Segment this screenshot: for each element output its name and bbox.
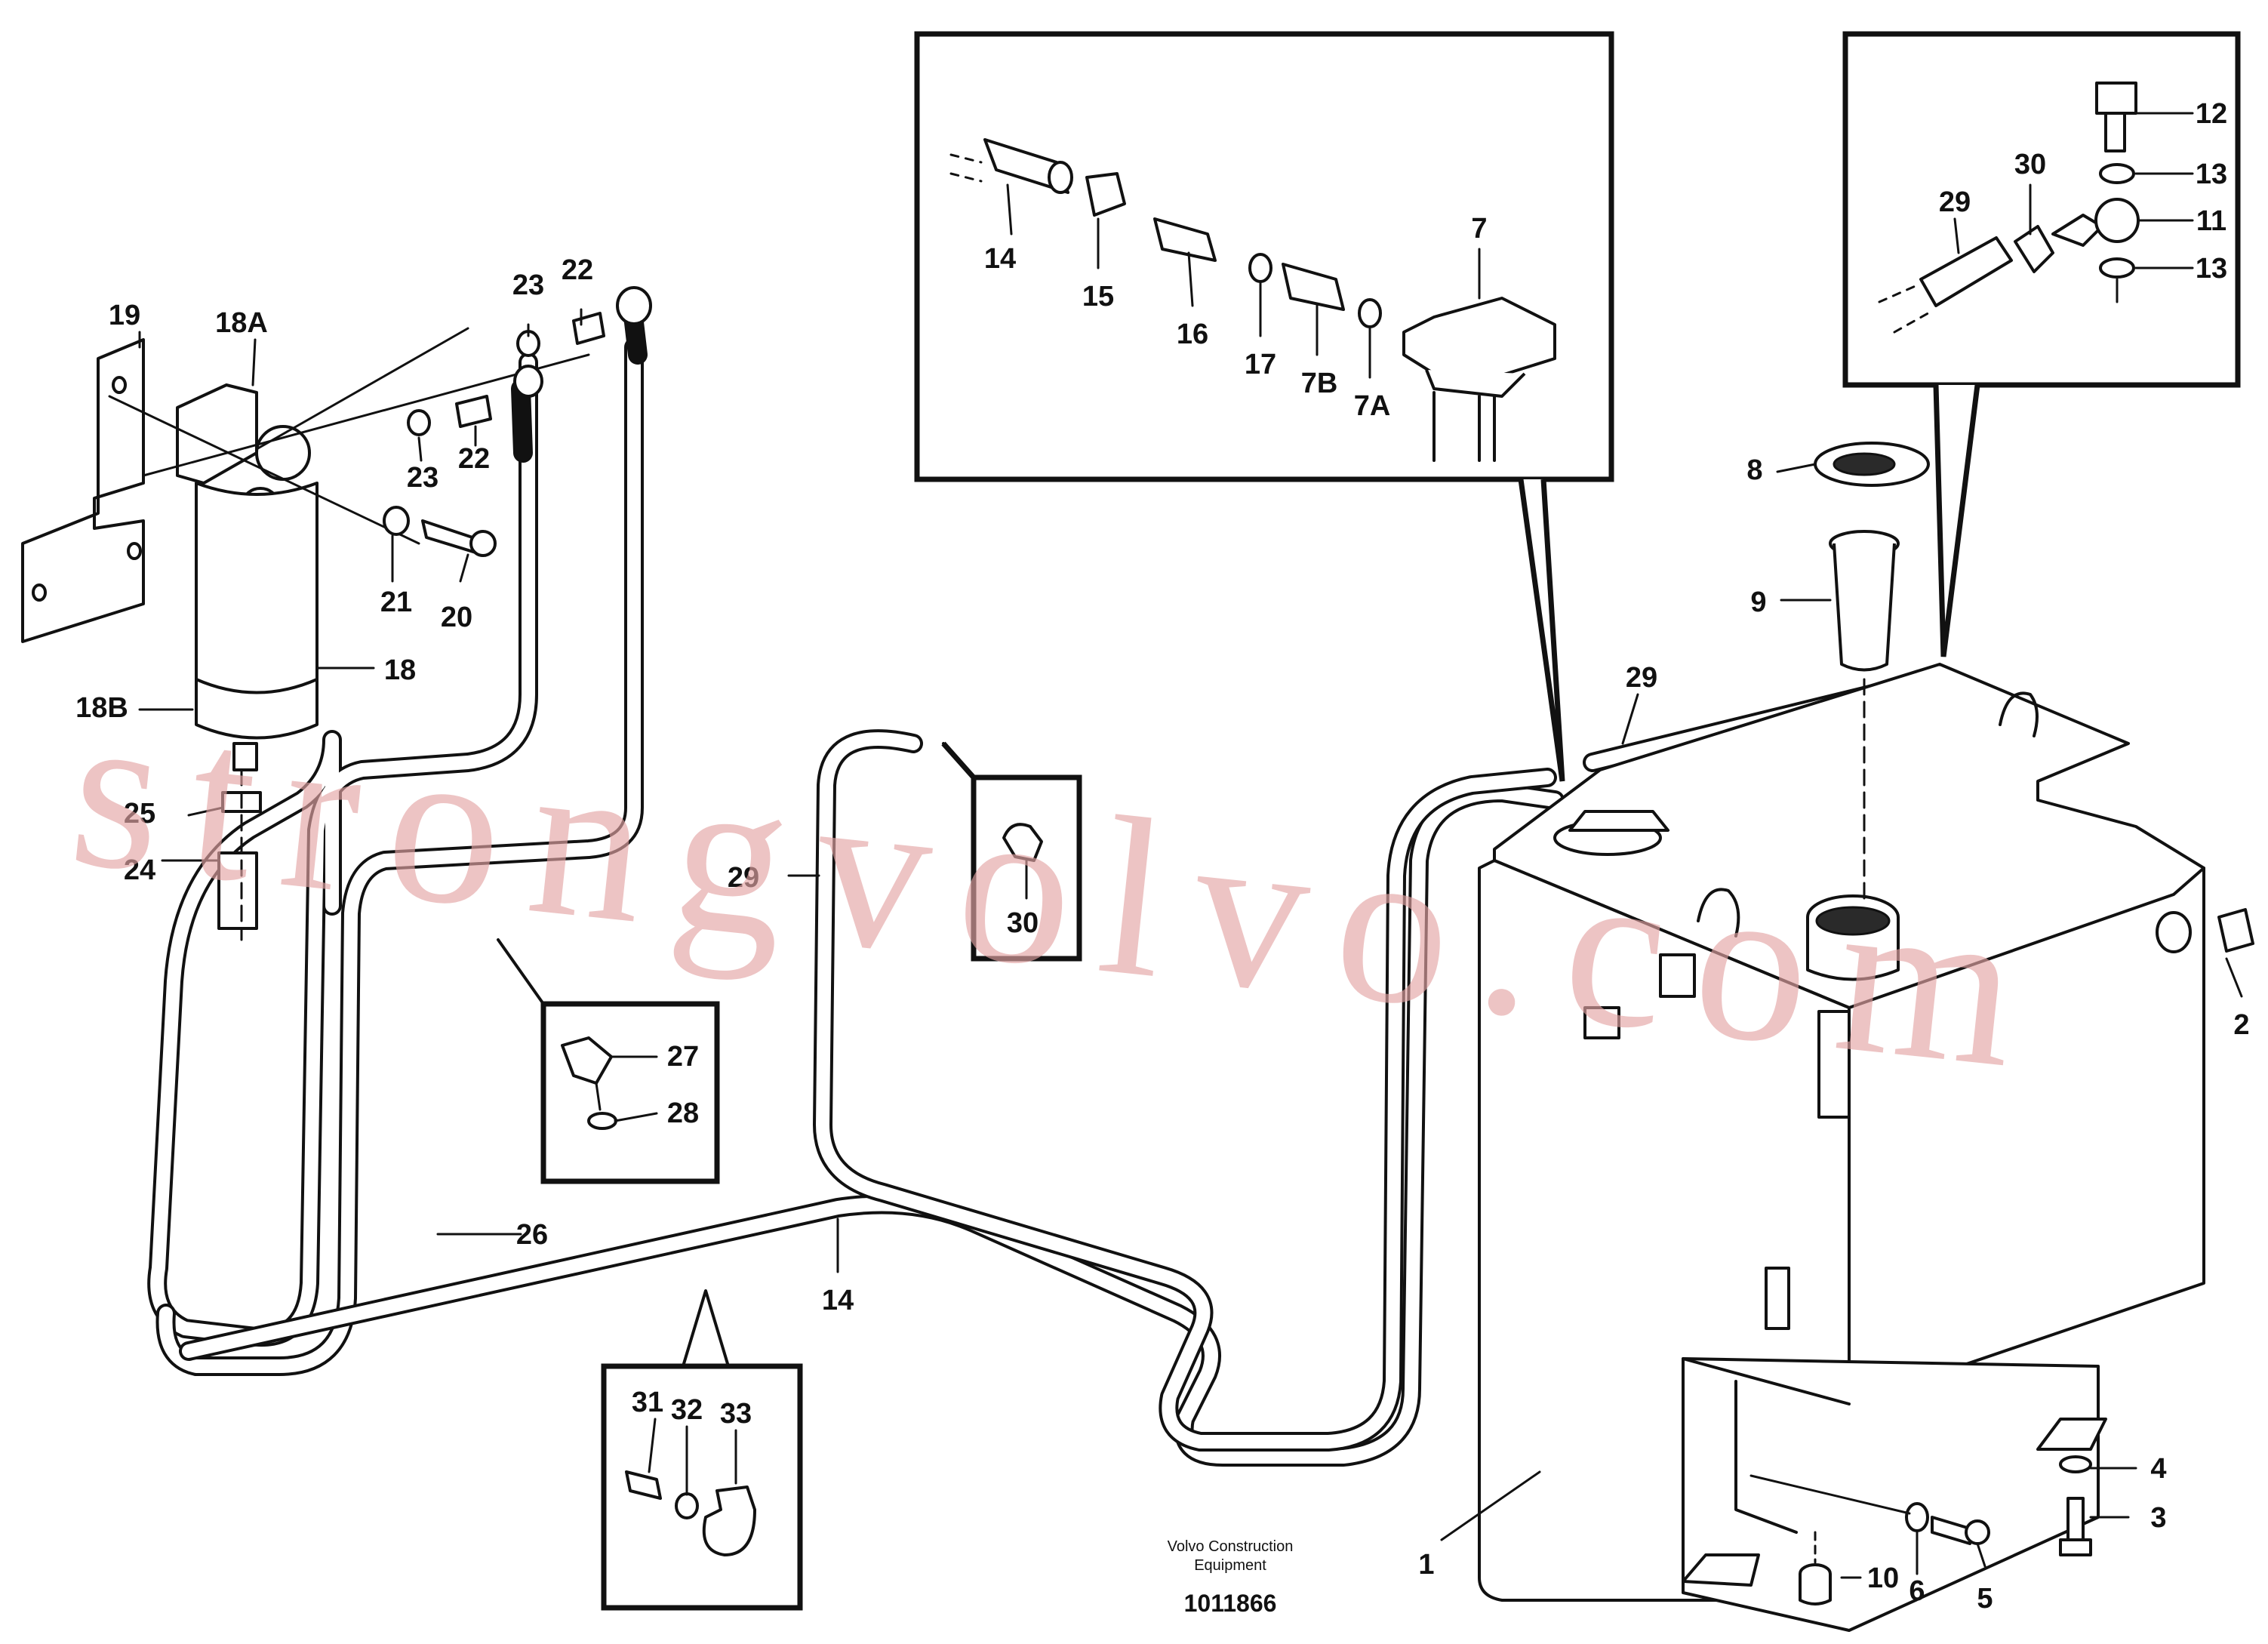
label-6: 6 [1909, 1575, 1925, 1607]
detail-box-11-13 [1842, 31, 2241, 657]
label-29-tank: 29 [1626, 662, 1657, 694]
label-14-main: 14 [822, 1285, 854, 1316]
label-8: 8 [1746, 454, 1762, 486]
callout-box-31-33 [601, 1289, 803, 1611]
label-7: 7 [1471, 213, 1487, 245]
label-9: 9 [1750, 586, 1766, 618]
hydraulic-tank [1478, 663, 2205, 1632]
label-30-callout: 30 [1007, 907, 1039, 939]
label-22-top: 22 [562, 254, 593, 286]
tank-hardware [1749, 442, 2254, 1606]
label-29-box: 29 [1939, 186, 1971, 218]
label-22-mid: 22 [458, 443, 490, 475]
label-21: 21 [380, 586, 412, 618]
label-18a: 18A [215, 307, 268, 339]
label-2: 2 [2233, 1009, 2249, 1041]
label-3: 3 [2150, 1502, 2166, 1534]
label-4: 4 [2150, 1453, 2166, 1485]
label-7a: 7A [1354, 390, 1391, 422]
label-32: 32 [671, 1394, 703, 1426]
label-7b: 7B [1301, 368, 1338, 399]
label-23-top: 23 [512, 269, 544, 301]
leader-lines [138, 308, 2243, 1579]
label-23-mid: 23 [407, 462, 439, 494]
label-14-box: 14 [984, 243, 1016, 275]
document-number: 1011866 [1184, 1590, 1277, 1617]
label-17: 17 [1245, 349, 1276, 380]
label-11: 11 [2196, 205, 2226, 237]
hose-lines [147, 300, 1942, 1467]
label-30-box: 30 [2014, 149, 2046, 180]
label-13-top: 13 [2196, 159, 2227, 190]
part-labels: 19 18A 23 22 23 22 21 20 18 18B 25 24 29… [75, 98, 2249, 1615]
label-5: 5 [1977, 1583, 1993, 1615]
label-26: 26 [516, 1219, 548, 1251]
label-31: 31 [632, 1387, 663, 1418]
label-13-bottom: 13 [2196, 253, 2227, 285]
callout-box-30 [941, 741, 1082, 962]
label-25: 25 [124, 798, 155, 830]
label-19: 19 [109, 300, 140, 331]
label-27: 27 [667, 1041, 699, 1073]
label-10: 10 [1867, 1562, 1899, 1594]
filter-assembly [21, 286, 652, 941]
label-15: 15 [1082, 281, 1114, 312]
label-18b: 18B [75, 692, 128, 724]
label-18: 18 [384, 654, 416, 686]
label-24: 24 [124, 854, 155, 886]
caption-line-2: Equipment [1194, 1557, 1266, 1574]
label-28: 28 [667, 1098, 699, 1129]
label-33: 33 [720, 1398, 752, 1430]
caption-line-1: Volvo Construction [1168, 1538, 1294, 1555]
caption: Volvo Construction Equipment 1011866 [1168, 1538, 1294, 1617]
callout-box-27-28 [497, 938, 720, 1184]
label-1: 1 [1418, 1549, 1434, 1581]
label-16: 16 [1177, 319, 1208, 350]
label-12: 12 [2196, 98, 2227, 130]
label-20: 20 [441, 602, 472, 633]
label-29-loop: 29 [728, 862, 759, 894]
detail-box-7 [914, 31, 1614, 782]
